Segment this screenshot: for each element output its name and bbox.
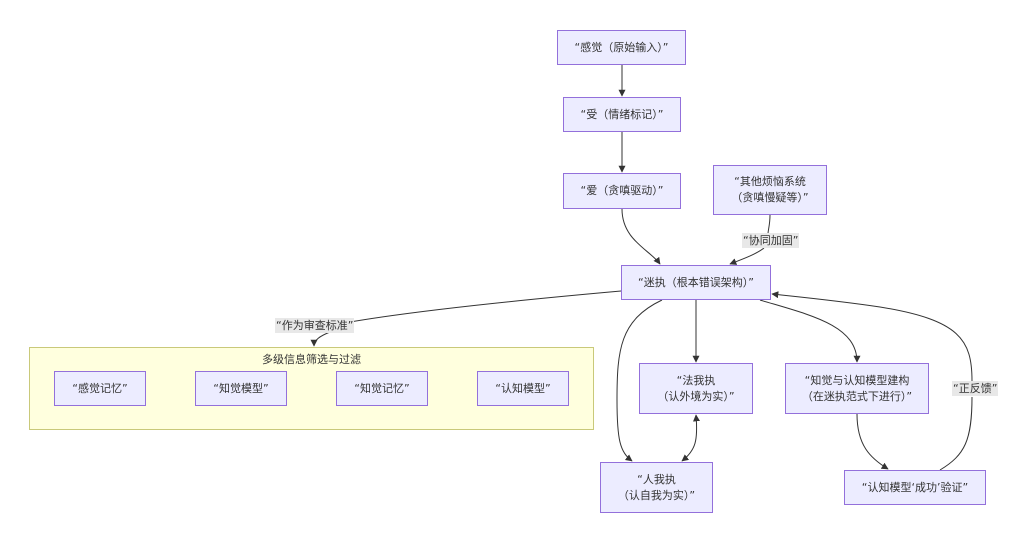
node-sensation[interactable]: “感觉（原始输入）”: [557, 30, 686, 65]
node-other-afflictions[interactable]: “其他烦恼系统 （贪嗔慢疑等）”: [713, 165, 827, 215]
node-cognitive-model[interactable]: “认知模型”: [477, 371, 569, 406]
edge-label-review-standard: “作为审查标准”: [275, 318, 355, 333]
node-sensory-memory[interactable]: “感觉记忆”: [54, 371, 146, 406]
node-delusion[interactable]: “迷执（根本错误架构）”: [621, 265, 771, 300]
node-perceptual-memory[interactable]: “知觉记忆”: [336, 371, 428, 406]
node-dharma-self-attachment[interactable]: “法我执 （认外境为实）”: [639, 363, 753, 414]
subgraph-title: 多级信息筛选与过滤: [262, 353, 361, 366]
edge-validation-to-delusion: [772, 294, 973, 471]
edge-delusion-to-model-construction: [759, 299, 861, 363]
node-perceptual-model[interactable]: “知觉模型”: [195, 371, 287, 406]
edge-delusion-to-person-self: [616, 299, 663, 462]
node-craving[interactable]: “爱（贪嗔驱动）”: [563, 173, 681, 209]
edge-label-positive-feedback: “正反馈”: [952, 381, 999, 396]
node-feeling[interactable]: “受（情绪标记）”: [563, 97, 681, 132]
edge-label-reinforce: “协同加固”: [742, 233, 800, 248]
edge-dharma-person-bidirectional: [681, 414, 700, 462]
node-person-self-attachment[interactable]: “人我执 （认自我为实）”: [600, 462, 713, 513]
edge-delusion-to-cluster: [314, 290, 622, 346]
node-model-validation[interactable]: “认知模型‘成功’验证”: [844, 470, 986, 505]
edge-craving-to-delusion: [621, 208, 661, 265]
edge-other-to-delusion: [730, 214, 771, 264]
node-model-construction[interactable]: “知觉与认知模型建构 （在迷执范式下进行）”: [785, 363, 929, 414]
edge-construction-to-validation: [856, 413, 889, 470]
